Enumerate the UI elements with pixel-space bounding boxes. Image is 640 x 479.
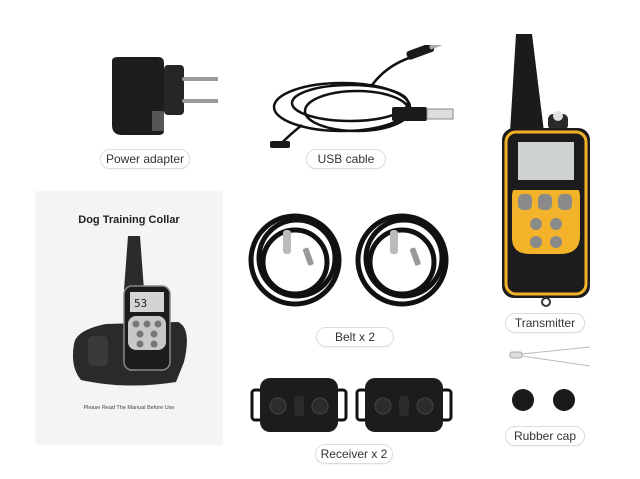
manual-booklet: Dog Training Collar 53 Please Read The M… xyxy=(36,192,222,444)
rubber-cap-label: Rubber cap xyxy=(505,426,585,446)
manual-title: Dog Training Collar xyxy=(78,214,180,226)
transmitter-label: Transmitter xyxy=(505,313,585,333)
belt-image-1 xyxy=(245,208,349,312)
power-adapter-image xyxy=(108,55,222,135)
antenna-wire-image xyxy=(505,344,595,368)
receiver-image-1 xyxy=(250,374,348,436)
belt-label: Belt x 2 xyxy=(316,327,394,347)
receiver-image-2 xyxy=(355,374,453,436)
usb-cable-label: USB cable xyxy=(306,149,386,169)
power-adapter-label: Power adapter xyxy=(100,149,190,169)
rubber-cap-image-1 xyxy=(512,389,534,411)
receiver-label: Receiver x 2 xyxy=(315,444,393,464)
usb-cable-image xyxy=(262,41,457,150)
transmitter-image xyxy=(500,32,592,308)
manual-footer: Please Read The Manual Before Use xyxy=(83,405,175,411)
manual-device-illustration xyxy=(72,236,187,386)
rubber-cap-image-2 xyxy=(553,389,575,411)
manual-display-value: 53 xyxy=(134,297,148,310)
belt-image-2 xyxy=(352,208,456,312)
